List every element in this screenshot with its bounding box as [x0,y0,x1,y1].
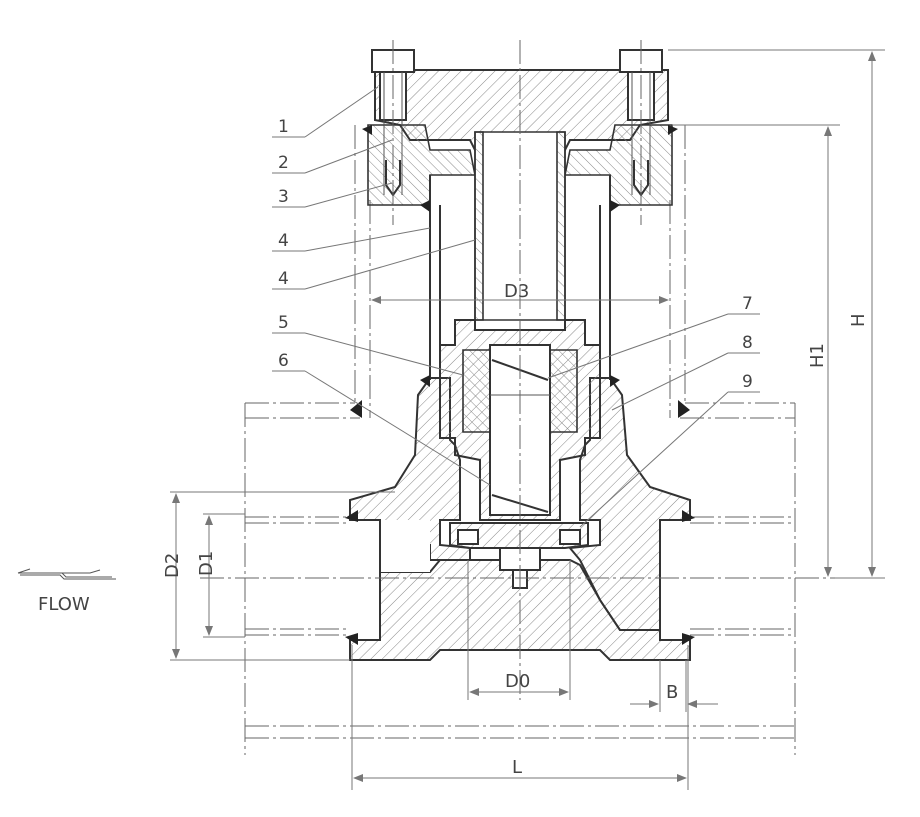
part-label-4a: 4 [278,231,289,251]
bolt-right [619,40,663,225]
disc [449,522,589,549]
dimension-d1: D1 [196,551,217,576]
part-label-4b: 4 [278,269,289,289]
dimension-h1: H1 [807,343,828,368]
dimension-b: B [666,682,678,703]
bolt-left [371,40,415,225]
part-label-9: 9 [742,372,753,392]
part-label-6: 6 [278,351,289,371]
part-label-8: 8 [742,333,753,353]
flow-label: FLOW [38,594,90,615]
part-label-1: 1 [278,117,289,137]
dimension-lines [170,49,885,790]
connecting-pipe [244,125,796,755]
part-leaders [272,86,760,528]
weld-marks [345,125,695,645]
dimension-d0: D0 [505,671,530,692]
dimension-h: H [848,313,869,327]
part-label-5: 5 [278,313,289,333]
part-label-7: 7 [742,294,753,314]
part-label-2: 2 [278,153,289,173]
dimension-l: L [512,757,522,778]
dimension-d2: D2 [162,553,183,578]
dimension-d3: D3 [504,281,529,302]
part-label-3: 3 [278,187,289,207]
flow-arrow-icon [17,568,116,580]
